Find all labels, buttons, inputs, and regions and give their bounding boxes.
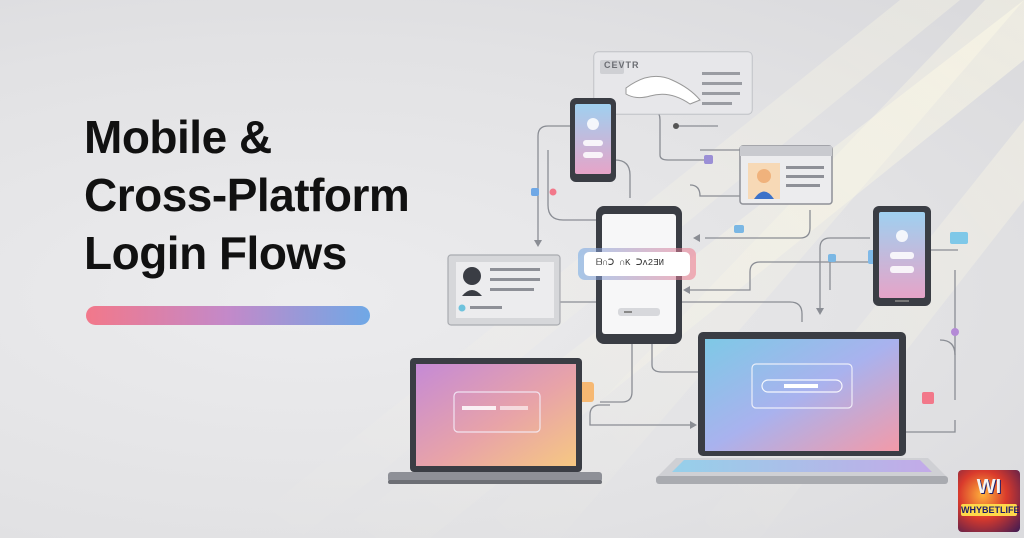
top-card (593, 51, 753, 115)
profile-card-right (739, 145, 833, 205)
title-line-3: Login Flows (84, 227, 347, 279)
title-line-1: Mobile & (84, 111, 272, 163)
login-field-text: ᗷ∩Ↄ ∩K ᑐʌ2ƎИ (596, 258, 665, 268)
laptop-right (656, 332, 948, 484)
logo-mark-text: WI (976, 476, 1002, 498)
top-card-label: CEVTR (604, 60, 640, 70)
page-title: Mobile & Cross-Platform Login Flows (84, 108, 410, 282)
title-underline-gradient (86, 306, 370, 325)
login-field (578, 248, 696, 280)
flow-connectors (537, 104, 958, 433)
laptop-left (388, 358, 602, 484)
phone-top (570, 98, 616, 182)
logo-wordmark: WHYBETLIFE (961, 504, 1020, 516)
phone-right (873, 206, 931, 306)
title-line-2: Cross-Platform (84, 169, 410, 221)
profile-card-left (447, 254, 561, 326)
brand-logo: WI WHYBETLIFE (958, 470, 1020, 532)
